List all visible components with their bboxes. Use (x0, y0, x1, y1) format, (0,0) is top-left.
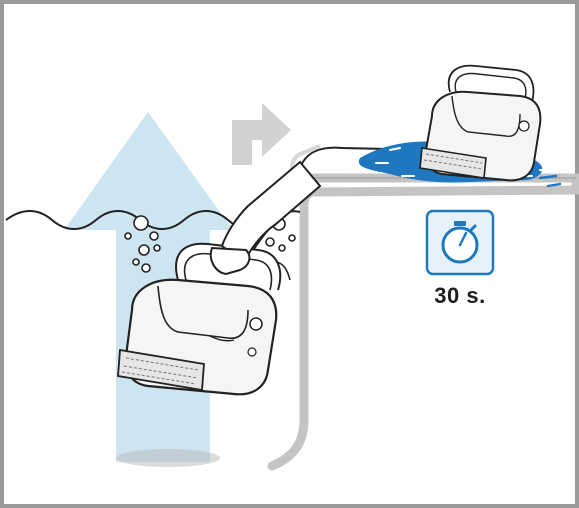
stopwatch-icon (427, 211, 493, 274)
wait-time-label: 30 s. (412, 283, 508, 309)
